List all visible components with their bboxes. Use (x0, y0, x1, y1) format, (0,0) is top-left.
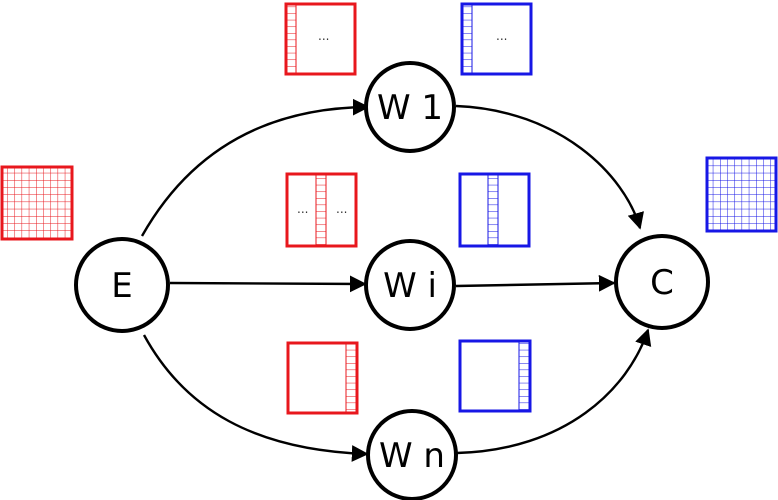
w1-red-ellipsis: ... (318, 29, 329, 43)
node-c (614, 234, 710, 330)
node-w1-label: W 1 (377, 88, 443, 128)
matrix-w1-red (284, 2, 357, 76)
node-wn-label: W n (379, 436, 445, 476)
node-wi (364, 239, 456, 331)
wi-red-ellipsis-right: ... (336, 202, 347, 216)
w1-blue-ellipsis: ... (496, 29, 507, 43)
edge-wn-c (456, 328, 652, 455)
node-e-label: E (111, 266, 132, 306)
edge-e-wi (169, 275, 367, 293)
node-w1 (364, 61, 456, 153)
edge-w1-c (455, 104, 644, 230)
wi-red-ellipsis-left: ... (297, 202, 308, 216)
edge-e-w1 (140, 98, 370, 237)
matrix-e-full-red (0, 165, 74, 241)
matrix-wi-blue (458, 172, 531, 248)
node-wi-label: W i (383, 266, 437, 306)
matrix-c-full-blue (705, 156, 778, 233)
matrix-w1-blue (460, 2, 533, 76)
node-e (74, 237, 170, 333)
edge-wi-c (455, 274, 616, 292)
matrix-wi-red (285, 172, 358, 248)
node-wn (366, 409, 458, 500)
matrix-wn-blue (458, 339, 532, 413)
edge-e-wn (142, 334, 369, 462)
matrix-wn-red (286, 341, 359, 415)
node-c-label: C (650, 263, 674, 303)
